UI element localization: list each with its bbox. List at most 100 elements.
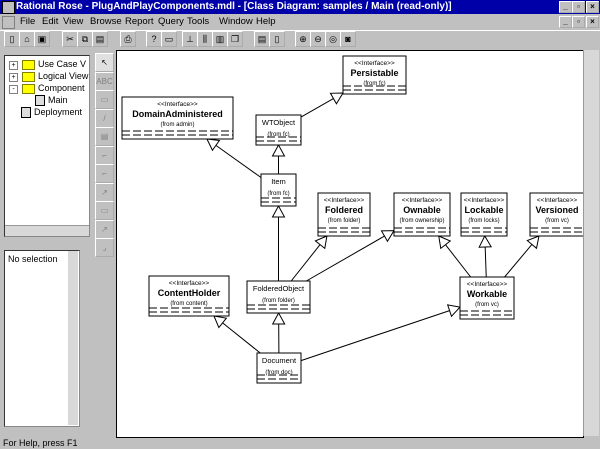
browse-component-icon[interactable]: ▥ [212,31,228,47]
toolbox-interface-icon[interactable]: ▤ [95,127,114,146]
expander-icon[interactable]: + [9,61,18,70]
class-stereotype: <<Interface>> [402,197,443,204]
close-button[interactable]: × [586,1,599,13]
tree-item-label: Component [38,83,85,93]
menu-file[interactable]: File [20,16,36,27]
class-persistable[interactable]: <<Interface>>Persistable(from fc) [342,55,407,95]
toolbox-class-icon[interactable]: ▭ [95,90,114,109]
tree-item[interactable]: - Component [9,83,85,94]
toolbox-association-icon[interactable]: / [95,108,114,128]
generalization-item-domainadministered[interactable] [206,138,262,178]
generalization-workable-lockable[interactable] [478,234,493,278]
browse-previous-icon[interactable]: ▯ [269,31,285,47]
status-bar: For Help, press F1 [0,437,600,449]
zoom-out-icon[interactable]: ⊖ [310,31,326,47]
menu-edit[interactable]: Edit [42,16,59,27]
class-package: (from doc) [265,370,292,376]
class-item[interactable]: Item(from fc) [260,173,297,207]
menu-tools[interactable]: Tools [187,16,210,27]
class-contentholder[interactable]: <<Interface>>ContentHolder(from content) [148,275,230,317]
toolbox-package-icon[interactable]: ▭ [95,201,114,220]
generalization-folderedobject-foldered[interactable] [290,235,328,282]
documentation-scrollbar[interactable] [68,251,78,425]
open-icon[interactable]: ⌂ [19,31,35,47]
generalization-workable-versioned[interactable] [504,235,540,278]
class-diagram-canvas[interactable]: <<Interface>>Persistable(from fc) <<Inter… [116,50,585,438]
class-versioned[interactable]: <<Interface>>Versioned(from vc) [529,192,585,237]
minimize-button[interactable]: _ [559,1,572,13]
doc-minimize-button[interactable]: _ [559,16,572,28]
class-ownable[interactable]: <<Interface>>Ownable(from ownership) [393,192,451,237]
rose-logo-icon [2,1,15,14]
toolbox-anchor-icon[interactable]: ⌟ [95,238,114,257]
maximize-button[interactable]: ▫ [572,1,585,13]
class-stereotype: <<Interface>> [537,197,578,204]
copy-icon[interactable]: ⧉ [77,31,93,47]
tree-item[interactable]: +Use Case V [9,59,86,70]
generalization-item-wtobject[interactable] [271,143,286,174]
menu-view[interactable]: View [63,16,84,27]
class-stereotype: <<Interface>> [157,101,198,108]
view-doc-icon[interactable]: ▭ [161,31,177,47]
class-lockable[interactable]: <<Interface>>Lockable(from locks) [460,192,508,237]
generalization-workable-ownable[interactable] [438,235,472,278]
browse-deployment-icon[interactable]: ❐ [227,31,243,47]
doc-icon[interactable] [2,16,15,29]
documentation-text: No selection [8,254,58,264]
cut-icon[interactable]: ✂ [62,31,78,47]
toolbox-generalization-icon[interactable]: ↗ [95,182,114,202]
class-name: FolderedObject [253,284,305,293]
expander-icon[interactable]: + [9,73,18,82]
class-name: Persistable [350,68,398,78]
class-workable[interactable]: <<Interface>>Workable(from vc) [459,276,515,320]
generalization-folderedobject-ownable[interactable] [306,230,395,282]
class-package: (from folder) [262,298,295,304]
menu-query[interactable]: Query [158,16,184,27]
menu-help[interactable]: Help [256,16,276,27]
undo-fit-icon[interactable]: ◙ [340,31,356,47]
tree-hscrollbar[interactable] [5,225,89,236]
context-help-icon[interactable]: ? [146,31,162,47]
paste-icon[interactable]: ▤ [92,31,108,47]
generalization-folderedobject-item[interactable] [271,204,286,281]
class-wtobject[interactable]: WTObject(from fc) [255,114,302,146]
doc-close-button[interactable]: × [586,16,599,28]
class-name: Workable [467,289,507,299]
folder-icon [22,71,35,82]
diagram-vscrollbar[interactable] [583,50,599,436]
menu-window[interactable]: Window [219,16,253,27]
tree-item[interactable]: Main [35,95,68,107]
generalization-wtobject-persistable[interactable] [300,92,344,118]
class-foldered[interactable]: <<Interface>>Foldered(from folder) [317,192,371,237]
expander-icon[interactable]: - [9,85,18,94]
menu-browse[interactable]: Browse [90,16,122,27]
toolbox-unidirectional-icon[interactable]: ⌐ [95,164,114,183]
generalization-document-folderedobject[interactable] [271,311,286,354]
new-icon[interactable]: ▯ [4,31,20,47]
menu-report[interactable]: Report [125,16,154,27]
toolbox-dependency-icon[interactable]: ⌐ [95,145,114,165]
class-folderedobject[interactable]: FolderedObject (from folder) [246,280,311,314]
toolbox-selection-icon[interactable]: ↖ [95,53,114,72]
class-document[interactable]: Document(from doc) [256,352,302,384]
toolbox-realize-icon[interactable]: ↗ [95,219,114,239]
browse-interaction-icon[interactable]: ⫼ [197,31,213,47]
tree-item[interactable]: Deployment [21,107,82,119]
fit-window-icon[interactable]: ◎ [325,31,341,47]
save-icon[interactable]: ▣ [34,31,50,47]
generalization-document-workable[interactable] [300,304,461,362]
zoom-in-icon[interactable]: ⊕ [295,31,311,47]
documentation-pane[interactable]: No selection [4,250,80,427]
tree-item[interactable]: +Logical View [9,71,88,82]
print-icon[interactable]: ⎙ [120,31,136,47]
browse-class-icon[interactable]: ⊥ [182,31,198,47]
class-domainadministered[interactable]: <<Interface>>DomainAdministered(from adm… [121,96,234,140]
class-stereotype: <<Interface>> [324,197,365,204]
toolbox-abc-icon[interactable]: ABC [95,71,114,91]
status-text: For Help, press F1 [3,438,78,448]
generalization-arrowhead-icon [213,315,228,329]
doc-restore-button[interactable]: ▫ [572,16,585,28]
generalization-document-contentholder[interactable] [213,315,261,354]
browse-parent-icon[interactable]: ▤ [254,31,270,47]
